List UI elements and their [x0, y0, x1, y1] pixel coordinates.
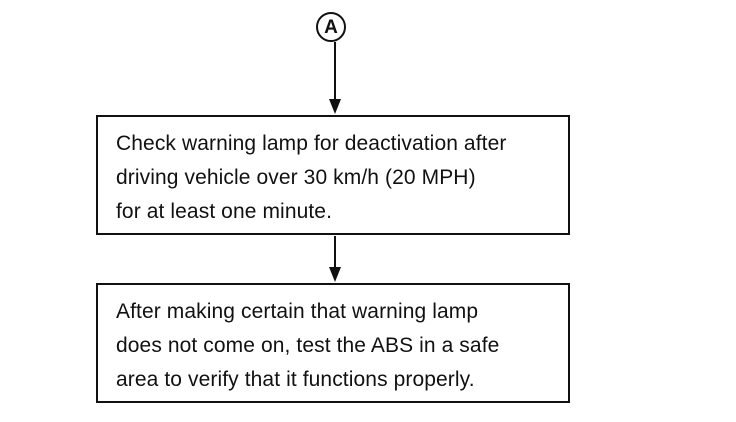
arrow-connector-to-step-1 — [329, 42, 341, 114]
arrow-step-1-to-step-2 — [329, 236, 341, 282]
step-text-line: for at least one minute. — [116, 200, 333, 223]
step-text-line: After making certain that warning lamp — [116, 300, 479, 323]
step-text-line: does not come on, test the ABS in a safe — [116, 334, 500, 357]
step-text-line: Check warning lamp for deactivation afte… — [116, 132, 507, 155]
step-text-line: area to verify that it functions properl… — [116, 368, 475, 391]
step-box-check-warning-lamp: Check warning lamp for deactivation afte… — [96, 115, 570, 235]
step-box-test-abs: After making certain that warning lamp d… — [96, 283, 570, 403]
step-text-line: driving vehicle over 30 km/h (20 MPH) — [116, 166, 476, 189]
connector-a-circle: A — [316, 12, 346, 42]
connector-label: A — [324, 16, 338, 38]
